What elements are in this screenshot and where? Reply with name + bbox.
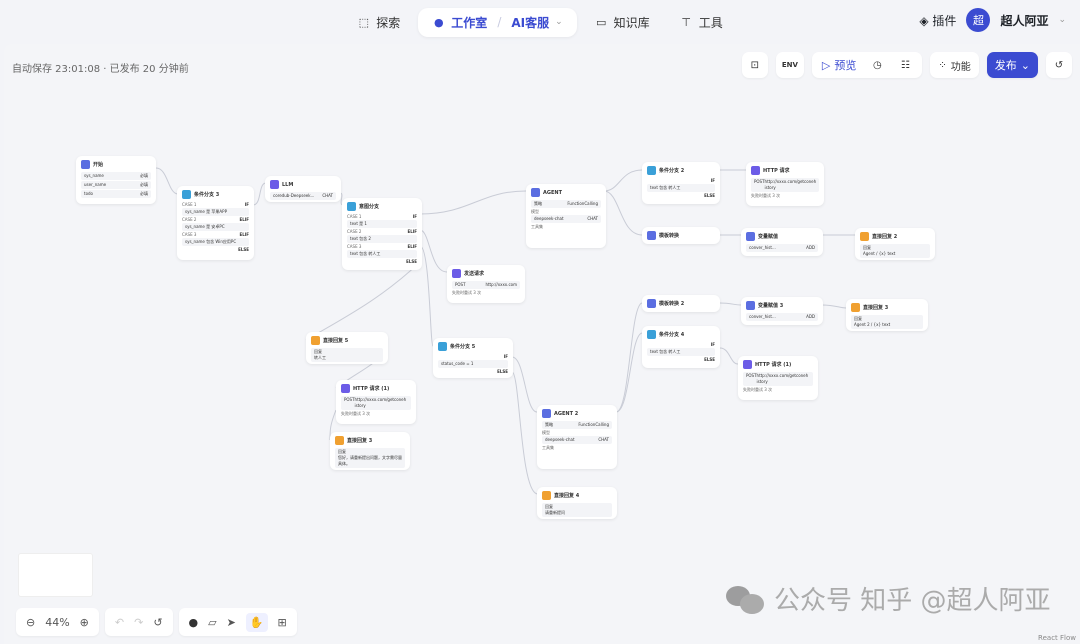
nav-explore[interactable]: ⬚探索 bbox=[358, 15, 401, 30]
redo-icon[interactable]: ↷ bbox=[134, 615, 144, 629]
nav-knowledge[interactable]: ▭知识库 bbox=[595, 15, 650, 30]
zoom-level[interactable]: 44% bbox=[45, 615, 70, 629]
variable-icon bbox=[746, 301, 755, 310]
chevron-down-icon: ⌄ bbox=[555, 17, 563, 27]
checklist-button[interactable]: ⊡ bbox=[741, 52, 768, 78]
api-icon bbox=[341, 384, 350, 393]
hand-icon[interactable]: ✋ bbox=[245, 612, 268, 632]
branch-icon bbox=[438, 342, 447, 351]
variables-button[interactable]: ☷ bbox=[892, 52, 919, 78]
react-flow-attribution[interactable]: React Flow bbox=[1038, 634, 1076, 642]
organize-icon[interactable]: ⊞ bbox=[277, 615, 287, 629]
pointer-icon[interactable]: ➤ bbox=[226, 615, 236, 629]
branch-icon bbox=[647, 330, 656, 339]
autosave-status: 自动保存 23:01:08 · 已发布 20 分钟前 bbox=[12, 64, 189, 75]
features-icon: ⁘ bbox=[938, 59, 947, 71]
play-icon: ▷ bbox=[821, 58, 831, 72]
reply-icon bbox=[542, 491, 551, 500]
username[interactable]: 超人阿亚 bbox=[1000, 13, 1049, 28]
api-icon bbox=[452, 269, 461, 278]
book-icon: ▭ bbox=[595, 15, 607, 29]
minimap[interactable] bbox=[18, 553, 93, 597]
node-cond5[interactable]: 条件分支 5 IF status_code = 1 ELSE bbox=[433, 338, 513, 378]
workflow-canvas[interactable] bbox=[4, 44, 1080, 644]
history-icon: ↺ bbox=[1054, 59, 1064, 71]
api-icon bbox=[743, 360, 752, 369]
zoom-in-icon[interactable]: ⊕ bbox=[79, 615, 89, 629]
node-extract3[interactable]: 变量赋值 3 conver_hist...ADD bbox=[741, 297, 823, 325]
node-reply4[interactable]: 直接回复 4 回复请重新提问 bbox=[537, 487, 617, 519]
template-icon bbox=[647, 231, 656, 240]
publish-button[interactable]: 发布⌄ bbox=[986, 52, 1038, 78]
branch-icon bbox=[647, 166, 656, 175]
cube-icon: ◈ bbox=[919, 13, 929, 28]
history-icon[interactable]: ↺ bbox=[153, 615, 163, 629]
node-reply5[interactable]: 直接回复 5 回复转人工 bbox=[306, 332, 388, 364]
watermark: 公众号 知乎 @超人阿亚 bbox=[726, 580, 1051, 617]
nav-studio[interactable]: ●工作室/AI客服⌄ bbox=[418, 7, 577, 37]
llm-icon bbox=[270, 180, 279, 189]
node-reply3[interactable]: 直接回复 3 回复您好，请重新提出问题，文字需尽量具体。 bbox=[330, 432, 410, 470]
nav-tools[interactable]: ⊤工具 bbox=[681, 15, 723, 30]
template-icon bbox=[647, 299, 656, 308]
robot-icon: ● bbox=[433, 15, 444, 29]
add-node-icon[interactable]: ● bbox=[188, 615, 199, 629]
agent-icon bbox=[542, 409, 551, 418]
features-button[interactable]: ⁘功能 bbox=[930, 52, 979, 78]
version-history-button[interactable]: ↺ bbox=[1046, 52, 1072, 78]
plugins-link[interactable]: ◈ 插件 bbox=[919, 13, 957, 28]
undo-icon[interactable]: ↶ bbox=[114, 615, 125, 629]
node-cond4[interactable]: 条件分支 4 IF text 包含 转人工 ELSE bbox=[642, 326, 720, 368]
node-extract[interactable]: 变量赋值 conver_hist...ADD bbox=[741, 228, 823, 256]
chevron-down-icon: ⌄ bbox=[1058, 15, 1066, 25]
node-template[interactable]: 模板转换 bbox=[642, 227, 720, 244]
preview-button[interactable]: ▷预览 bbox=[815, 52, 863, 78]
api-icon bbox=[751, 166, 760, 175]
clock-icon: ◷ bbox=[873, 59, 882, 71]
run-history-button[interactable]: ◷ bbox=[864, 52, 891, 78]
node-cond2[interactable]: 条件分支 2 IF text 包含 转人工 ELSE bbox=[642, 162, 720, 204]
app-name[interactable]: AI客服 bbox=[511, 15, 550, 30]
explore-icon: ⬚ bbox=[358, 15, 369, 29]
checklist-icon: ⊡ bbox=[750, 59, 760, 71]
variable-icon bbox=[746, 232, 755, 241]
wechat-icon bbox=[726, 584, 766, 614]
reply-icon bbox=[851, 303, 860, 312]
top-navigation: ⬚探索 ●工作室/AI客服⌄ ▭知识库 ⊤工具 bbox=[0, 0, 1080, 44]
reply-icon bbox=[311, 336, 320, 345]
tool-icon: ⊤ bbox=[681, 15, 691, 29]
reply-icon bbox=[860, 232, 869, 241]
avatar[interactable]: 超 bbox=[966, 8, 991, 32]
add-note-icon[interactable]: ▱ bbox=[208, 615, 217, 629]
node-llm[interactable]: LLM coredub-Deepseek...CHAT bbox=[265, 176, 341, 202]
branch-icon bbox=[182, 190, 191, 199]
chevron-down-icon: ⌄ bbox=[1020, 58, 1030, 72]
home-icon bbox=[81, 160, 90, 169]
zoom-out-icon[interactable]: ⊖ bbox=[26, 615, 36, 629]
agent-icon bbox=[531, 188, 540, 197]
node-template2[interactable]: 模板转换 2 bbox=[642, 295, 720, 312]
env-button[interactable]: ENV bbox=[775, 52, 804, 78]
list-icon: ☷ bbox=[900, 59, 910, 71]
reply-icon bbox=[335, 436, 344, 445]
branch-icon bbox=[347, 202, 356, 211]
